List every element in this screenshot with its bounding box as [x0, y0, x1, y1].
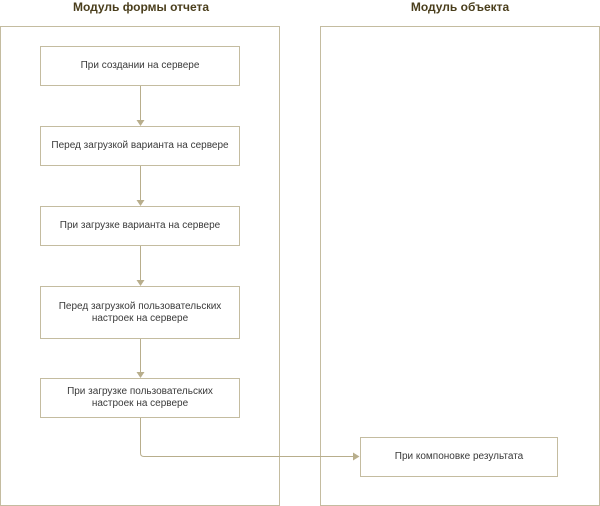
node-on-result-compose: При компоновке результата: [360, 437, 558, 477]
node-before-variant-load: Перед загрузкой варианта на сервере: [40, 126, 240, 166]
arrowhead-4-5: [136, 372, 145, 378]
form-module-title: Модуль формы отчета: [72, 0, 210, 14]
arrowhead-1-2: [136, 120, 145, 126]
node-on-create: При создании на сервере: [40, 46, 240, 86]
object-module-title: Модуль объекта: [410, 0, 510, 14]
connector-5-6: [140, 418, 354, 457]
node-on-variant-load: При загрузке варианта на сервере: [40, 206, 240, 246]
node-before-user-settings-load: Перед загрузкой пользовательских настрое…: [40, 286, 240, 339]
arrowhead-3-4: [136, 280, 145, 286]
arrowhead-2-3: [136, 200, 145, 206]
node-on-user-settings-load: При загрузке пользовательских настроек н…: [40, 378, 240, 418]
arrowhead-5-6: [353, 452, 360, 461]
